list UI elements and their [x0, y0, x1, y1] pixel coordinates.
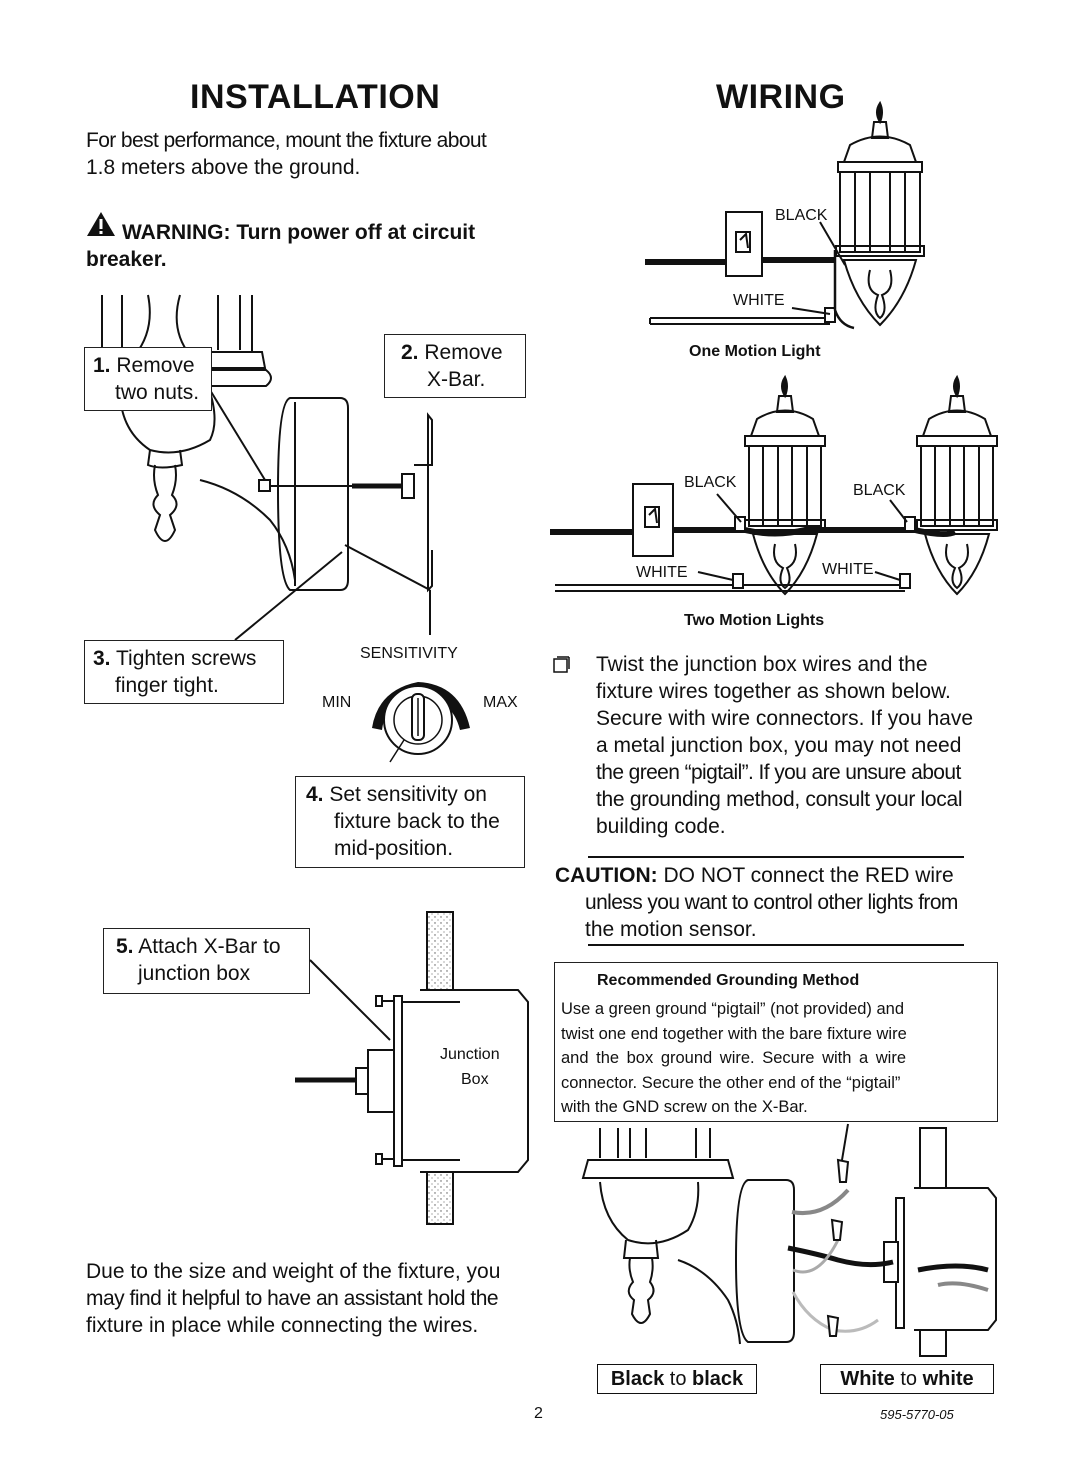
- step-2-box: 2. Remove X-Bar.: [384, 334, 526, 398]
- bullet-line-7: building code.: [596, 815, 726, 838]
- junction-label-2: Box: [461, 1071, 489, 1088]
- black-to-black-c: black: [692, 1368, 744, 1390]
- junction-label-1: Junction: [440, 1046, 500, 1063]
- grounding-box: Recommended Grounding Method Use a green…: [554, 962, 998, 1122]
- bullet-line-4: a metal junction box, you may not need: [596, 734, 962, 757]
- step-1-number: 1.: [93, 354, 111, 377]
- black-to-black-label: Black to black: [597, 1364, 757, 1394]
- one-motion-light-caption: One Motion Light: [689, 343, 821, 360]
- step-4-line-2: fixture back to the: [334, 810, 500, 833]
- part-number: 595-5770-05: [880, 1407, 954, 1422]
- step-4-line-3: mid-position.: [334, 837, 454, 860]
- warning-icon: [87, 212, 115, 236]
- checkbox-bullet-icon: [553, 656, 570, 673]
- black-to-black-b: to: [669, 1368, 687, 1390]
- wire-connection-drawing: [581, 1123, 997, 1357]
- bullet-line-1: Twist the junction box wires and the: [596, 653, 928, 676]
- grounding-line-4: connector. Secure the other end of the “…: [561, 1073, 901, 1092]
- step-5-line-1: Attach X-Bar to: [138, 935, 281, 958]
- min-label: MIN: [322, 694, 352, 711]
- wiring-2-white-label-a: WHITE: [636, 564, 688, 581]
- wiring-title: WIRING: [716, 78, 846, 116]
- caution-rule-bottom: [588, 944, 964, 946]
- grounding-line-1: Use a green ground “pigtail” (not provid…: [561, 1000, 905, 1018]
- grounding-line-5: with the GND screw on the X-Bar.: [561, 1098, 808, 1116]
- white-to-white-b: to: [900, 1368, 917, 1390]
- grounding-line-2: twist one end together with the bare fix…: [561, 1024, 907, 1043]
- step-4-box: 4. Set sensitivity on fixture back to th…: [295, 776, 525, 868]
- step-5-line-2: junction box: [138, 962, 251, 985]
- wiring-2-black-label-a: BLACK: [684, 474, 737, 491]
- outro-line-1: Due to the size and weight of the fixtur…: [86, 1260, 501, 1283]
- step-3-line-2: finger tight.: [115, 674, 219, 697]
- junction-box-drawing: [295, 911, 529, 1225]
- warning-line-1: WARNING: Turn power off at circuit: [122, 221, 476, 244]
- step-4-line-1: Set sensitivity on: [329, 783, 487, 806]
- wiring-1-white-label: WHITE: [733, 292, 785, 309]
- step-3-line-1: Tighten screws: [115, 647, 257, 670]
- sensitivity-label: SENSITIVITY: [360, 645, 458, 662]
- bullet-line-6: the grounding method, consult your local: [596, 788, 963, 811]
- step-4-number: 4.: [306, 783, 324, 806]
- intro-line-1: For best performance, mount the fixture …: [86, 129, 487, 152]
- step-1-box: 1. Remove two nuts.: [84, 347, 212, 411]
- installation-title: INSTALLATION: [190, 78, 441, 116]
- wiring-2-black-label-b: BLACK: [853, 482, 906, 499]
- step-1-line-2: two nuts.: [115, 381, 200, 404]
- caution-label: CAUTION:: [555, 864, 658, 887]
- caution-line-1: DO NOT connect the RED wire: [663, 864, 954, 887]
- wiring-2-white-label-b: WHITE: [822, 561, 874, 578]
- white-to-white-label: White to white: [820, 1364, 994, 1394]
- two-motion-lights-caption: Two Motion Lights: [684, 612, 825, 629]
- caution-rule-top: [588, 856, 964, 858]
- bullet-line-3: Secure with wire connectors. If you have: [596, 707, 974, 730]
- wiring-1-black-label: BLACK: [775, 207, 828, 224]
- fixture-removal-drawing: [93, 294, 433, 641]
- white-to-white-c: white: [922, 1368, 974, 1390]
- one-motion-light-diagram: [645, 100, 925, 330]
- max-label: MAX: [483, 694, 518, 711]
- grounding-line-3: and the box ground wire. Secure with a w…: [561, 1049, 907, 1067]
- step-5-box: 5. Attach X-Bar to junction box: [103, 928, 310, 994]
- grounding-title: Recommended Grounding Method: [597, 972, 860, 989]
- step-2-number: 2.: [401, 341, 419, 364]
- step-3-number: 3.: [93, 647, 111, 670]
- bullet-line-2: fixture wires together as shown below.: [596, 680, 951, 703]
- step-2-line-2: X-Bar.: [427, 368, 486, 391]
- step-1-line-1: Remove: [116, 354, 195, 377]
- intro-line-2: 1.8 meters above the ground.: [86, 156, 361, 179]
- bullet-line-5: the green “pigtail”. If you are unsure a…: [596, 761, 961, 784]
- sensitivity-dial-icon: [372, 682, 470, 763]
- caution-line-3: the motion sensor.: [585, 918, 757, 941]
- caution-line-2: unless you want to control other lights …: [585, 891, 958, 914]
- warning-line-2: breaker.: [86, 248, 167, 271]
- white-to-white-a: White: [840, 1368, 895, 1390]
- two-motion-lights-diagram: [550, 374, 998, 596]
- black-to-black-a: Black: [610, 1368, 665, 1390]
- step-5-number: 5.: [116, 935, 134, 958]
- step-3-box: 3. Tighten screws finger tight.: [84, 640, 284, 704]
- step-2-line-1: Remove: [424, 341, 503, 364]
- outro-line-3: fixture in place while connecting the wi…: [86, 1314, 479, 1337]
- outro-line-2: may find it helpful to have an assistant…: [86, 1287, 499, 1310]
- page-number: 2: [534, 1405, 543, 1422]
